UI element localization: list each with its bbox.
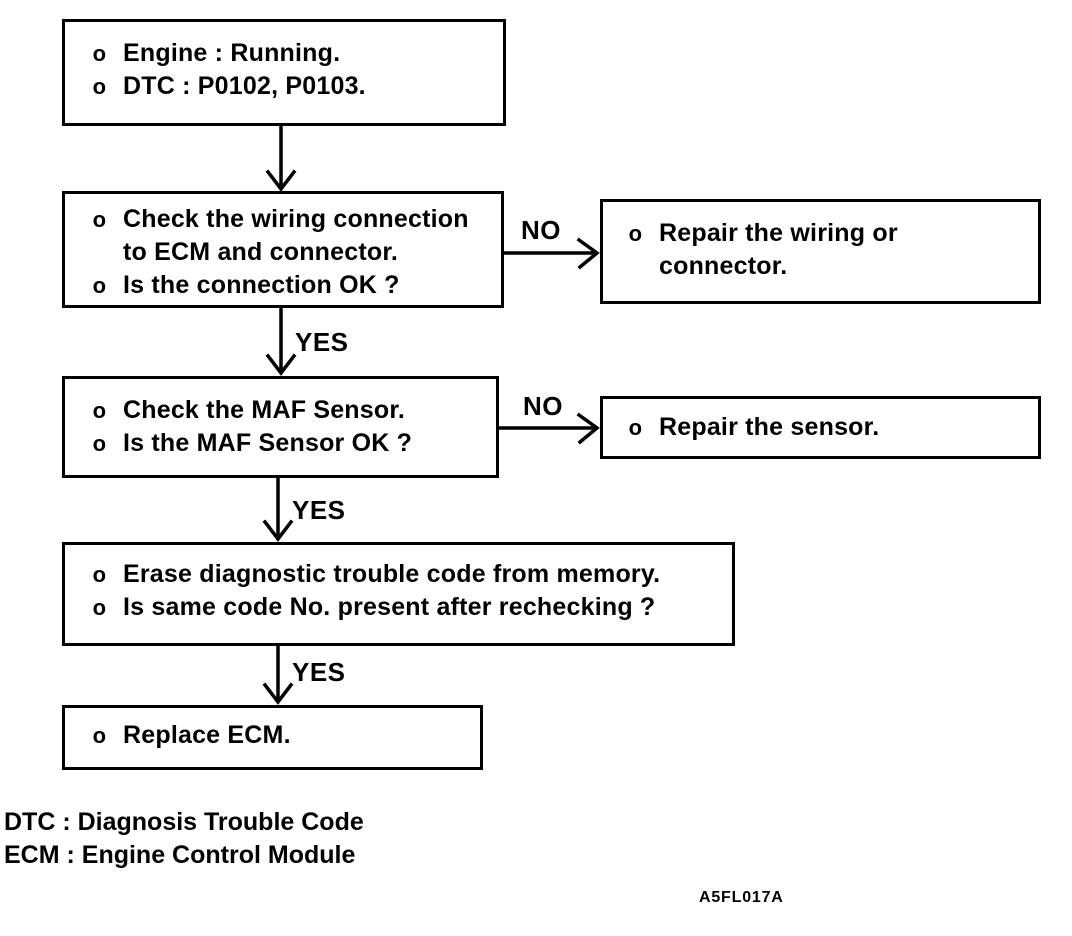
flow-text-line: o Check the MAF Sensor. xyxy=(89,394,496,427)
bullet-marker: o xyxy=(628,221,643,246)
flow-box-start: o Engine : Running. o DTC : P0102, P0103… xyxy=(62,19,506,126)
flow-text-line: o Repair the wiring or xyxy=(625,217,1038,250)
flow-text-line: o Is the MAF Sensor OK ? xyxy=(89,427,496,460)
legend-line-ecm: ECM : Engine Control Module xyxy=(4,841,356,869)
flow-text: to ECM and connector. xyxy=(123,238,399,266)
bullet-marker: o xyxy=(92,562,107,587)
flow-text-line: o Check the wiring connection xyxy=(89,203,501,236)
bullet-marker: o xyxy=(92,595,107,620)
flow-text: Check the MAF Sensor. xyxy=(123,396,406,424)
bullet-marker: o xyxy=(92,273,107,298)
arrow-yes-to-replace-ecm xyxy=(262,645,294,705)
flow-text-line: o Erase diagnostic trouble code from mem… xyxy=(89,558,732,591)
bullet-marker: o xyxy=(628,415,643,440)
flow-text: Repair the sensor. xyxy=(659,413,880,441)
flow-box-check-wiring: o Check the wiring connection to ECM and… xyxy=(62,191,504,308)
edge-label-yes: YES xyxy=(292,657,346,687)
bullet-marker: o xyxy=(92,431,107,456)
bullet-marker: o xyxy=(92,398,107,423)
flow-text: Repair the wiring or xyxy=(659,219,898,247)
flow-text: connector. xyxy=(659,252,788,280)
flow-text: Erase diagnostic trouble code from memor… xyxy=(123,560,661,588)
arrow-start-to-check-wiring xyxy=(265,124,297,192)
flow-box-repair-sensor: o Repair the sensor. xyxy=(600,396,1041,459)
arrow-yes-to-check-maf xyxy=(265,307,297,376)
bullet-marker: o xyxy=(92,41,107,66)
flow-text-line: o Repair the sensor. xyxy=(625,411,1038,444)
flow-box-replace-ecm: o Replace ECM. xyxy=(62,705,483,770)
arrow-yes-to-erase-dtc xyxy=(262,477,294,542)
edge-label-no: NO xyxy=(523,391,563,421)
flow-text-line: o Is same code No. present after recheck… xyxy=(89,591,732,624)
flow-text: Is the MAF Sensor OK ? xyxy=(123,429,413,457)
flow-text: Replace ECM. xyxy=(123,721,291,749)
flow-text-line: o Replace ECM. xyxy=(89,719,480,752)
flow-text-line: o Is the connection OK ? xyxy=(89,269,501,302)
flow-text-line: o DTC : P0102, P0103. xyxy=(89,70,503,103)
bullet-marker: o xyxy=(92,723,107,748)
flow-text-line: o Engine : Running. xyxy=(89,37,503,70)
flow-text: Is the connection OK ? xyxy=(123,271,400,299)
flow-text: Is same code No. present after recheckin… xyxy=(123,593,656,621)
bullet-marker: o xyxy=(92,74,107,99)
legend-line-dtc: DTC : Diagnosis Trouble Code xyxy=(4,808,364,836)
bullet-marker: o xyxy=(92,207,107,232)
flow-text: DTC : P0102, P0103. xyxy=(123,72,366,100)
abbreviation-legend: DTC : Diagnosis Trouble Code ECM : Engin… xyxy=(4,806,364,872)
flow-box-check-maf: o Check the MAF Sensor. o Is the MAF Sen… xyxy=(62,376,499,478)
flow-box-repair-wiring: o Repair the wiring or connector. xyxy=(600,199,1041,304)
figure-code: A5FL017A xyxy=(699,889,784,906)
flow-text: Check the wiring connection xyxy=(123,205,469,233)
flow-text: Engine : Running. xyxy=(123,39,341,67)
flow-box-erase-dtc: o Erase diagnostic trouble code from mem… xyxy=(62,542,735,646)
edge-label-yes: YES xyxy=(292,495,346,525)
edge-label-no: NO xyxy=(521,215,561,245)
edge-label-yes: YES xyxy=(295,327,349,357)
flow-text-line: to ECM and connector. xyxy=(89,236,501,269)
flow-text-line: connector. xyxy=(625,250,1038,283)
